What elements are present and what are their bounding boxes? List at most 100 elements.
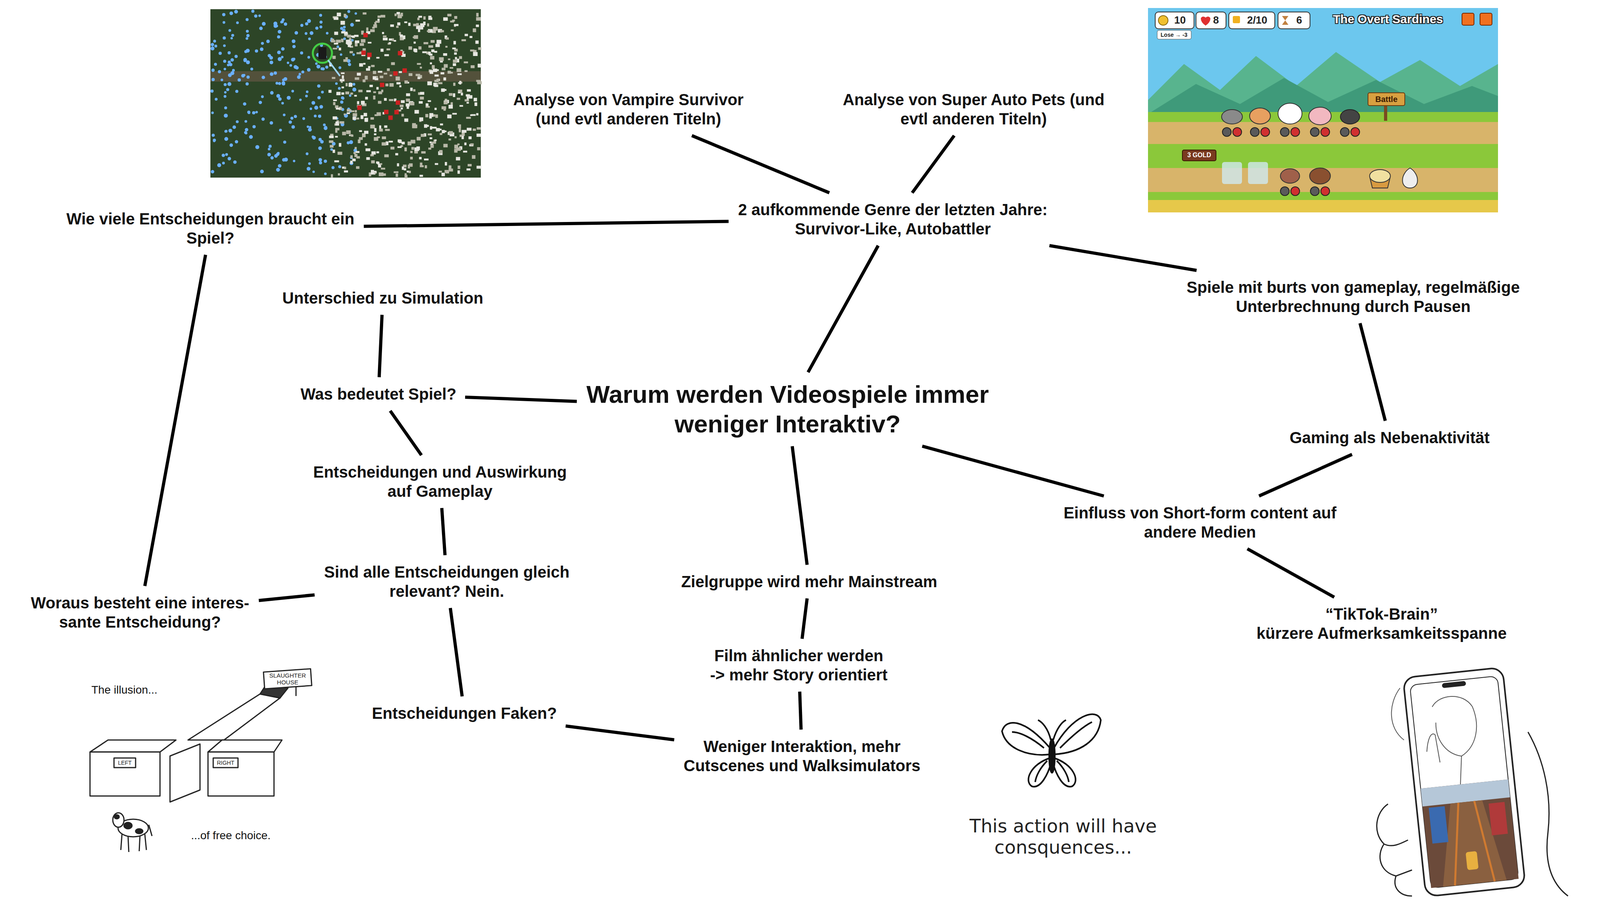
enemy-sprite <box>432 126 437 129</box>
enemy-sprite <box>408 46 412 50</box>
enemy-sprite <box>477 147 481 151</box>
enemy-sprite <box>377 15 381 18</box>
enemy-sprite <box>343 14 346 18</box>
xp-gem <box>286 96 291 100</box>
connector-line <box>1360 323 1386 421</box>
enemy-sprite <box>380 48 384 52</box>
enemy-sprite <box>338 173 340 176</box>
cow-part <box>148 824 152 836</box>
enemy-sprite <box>352 158 356 162</box>
sign-text: LEFT <box>118 759 132 766</box>
enemy-sprite <box>424 158 429 161</box>
xp-gem <box>223 44 226 48</box>
enemy-sprite <box>441 106 447 110</box>
xp-gem <box>250 67 254 71</box>
enemy-sprite <box>443 77 446 81</box>
caption-text: The illusion... <box>91 683 158 697</box>
illusion-cartoon-part <box>114 758 136 768</box>
connector-line <box>1247 548 1334 598</box>
enemy-sprite <box>419 117 424 121</box>
enemy-sprite <box>332 116 338 120</box>
xp-gem <box>260 42 264 45</box>
enemy-sprite <box>396 163 399 167</box>
enemy-sprite <box>434 50 438 53</box>
xp-gem <box>322 123 326 127</box>
enemy-sprite <box>418 92 421 96</box>
phone-illustration-part-part <box>1441 680 1466 688</box>
xp-gem <box>217 163 222 168</box>
enemy-sprite <box>444 162 448 166</box>
shop-row-part <box>1369 169 1391 183</box>
enemy-sprite <box>475 40 479 44</box>
topic-node: “TikTok-Brain”kürzere Aufmerksamkeitsspa… <box>1250 599 1513 648</box>
enemy-sprite <box>454 56 457 60</box>
enemy-sprite <box>402 35 406 40</box>
xp-gem <box>226 63 230 66</box>
enemy-sprite <box>401 113 404 117</box>
enemy-sprite <box>356 156 360 159</box>
xp-gem <box>306 125 310 128</box>
xp-gem <box>244 128 249 132</box>
xp-gem <box>245 18 249 21</box>
pet-team-part <box>1221 109 1243 124</box>
enemy-sprite <box>362 79 366 82</box>
xp-gem <box>292 44 296 48</box>
xp-gem <box>284 157 288 162</box>
enemy-sprite <box>426 30 430 32</box>
xp-gem <box>281 102 284 105</box>
xp-gem <box>282 82 286 86</box>
enemy-sprite <box>476 113 479 116</box>
enemy-sprite <box>466 96 469 100</box>
xp-gem <box>270 156 274 160</box>
enemy-sprite <box>459 134 462 137</box>
enemy-sprite <box>476 127 481 130</box>
enemy-sprite <box>448 168 453 172</box>
xp-gem <box>254 49 258 53</box>
enemy-sprite <box>339 78 345 82</box>
enemy-sprite <box>472 28 476 32</box>
butterfly-part <box>1052 758 1076 787</box>
xp-gem <box>277 30 282 34</box>
enemy-sprite <box>413 89 416 92</box>
xp-gem <box>246 60 250 65</box>
enemy-sprite <box>427 23 430 26</box>
enemy-sprite <box>388 140 394 143</box>
enemy-sprite <box>457 170 460 174</box>
enemy-sprite <box>350 134 353 136</box>
butterfly-part <box>1002 722 1050 755</box>
xp-gem <box>293 65 298 69</box>
xp-gem <box>243 59 247 63</box>
enemy-sprite <box>420 162 423 166</box>
xp-gem <box>224 129 228 133</box>
enemy-sprite <box>428 17 433 20</box>
xp-gem <box>338 87 341 90</box>
xp-gem <box>330 148 334 151</box>
vampire-survivors-screenshot-part <box>210 71 481 82</box>
xp-gem <box>324 172 327 175</box>
enemy-sprite <box>382 32 384 34</box>
enemy-sprite <box>344 166 346 170</box>
damage-marker <box>357 105 362 110</box>
enemy-sprite <box>467 164 472 167</box>
enemy-sprite <box>396 25 399 28</box>
cow-part <box>144 834 147 850</box>
xp-gem <box>247 111 251 115</box>
enemy-sprite <box>356 166 360 170</box>
sign-text: Battle <box>1375 94 1398 104</box>
xp-gem <box>261 95 264 98</box>
enemy-sprite <box>382 136 387 140</box>
connector-line <box>258 594 315 601</box>
enemy-sprite <box>419 156 422 160</box>
xp-gem <box>210 89 214 93</box>
xp-gem <box>277 35 281 39</box>
enemy-sprite <box>413 35 418 39</box>
cow-part <box>124 822 132 829</box>
cow-part <box>114 814 120 819</box>
enemy-sprite <box>418 15 422 18</box>
xp-gem <box>318 146 322 150</box>
xp-gem <box>305 94 308 98</box>
enemy-sprite <box>410 87 413 91</box>
topic-node: Einfluss von Short-form content auf ande… <box>1056 498 1344 547</box>
enemy-sprite <box>374 170 377 173</box>
